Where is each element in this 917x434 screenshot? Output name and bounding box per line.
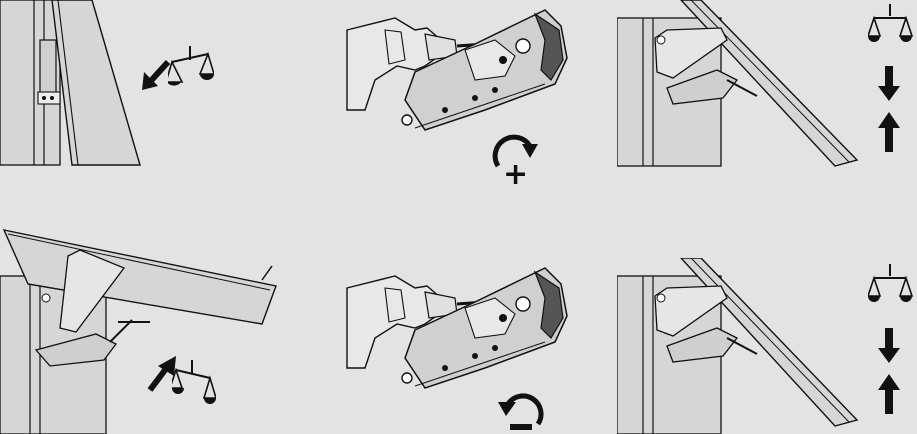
balance-scale-icon bbox=[868, 4, 914, 48]
panel-balanced-stay bbox=[617, 0, 867, 170]
arrow-down-icon bbox=[878, 328, 900, 364]
balance-scale-icon bbox=[168, 44, 214, 94]
minus-icon bbox=[510, 424, 532, 432]
plus-icon: + bbox=[503, 160, 528, 190]
arrow-down-icon bbox=[878, 66, 900, 102]
balance-scale-icon bbox=[172, 360, 216, 406]
balance-scale-icon bbox=[868, 264, 914, 308]
arrow-up-icon bbox=[878, 374, 900, 414]
panel-door-rising bbox=[0, 224, 285, 434]
panel-balanced-stay bbox=[617, 258, 867, 434]
arrow-up-icon bbox=[878, 112, 900, 152]
counterclockwise-rotate-icon bbox=[494, 380, 550, 428]
